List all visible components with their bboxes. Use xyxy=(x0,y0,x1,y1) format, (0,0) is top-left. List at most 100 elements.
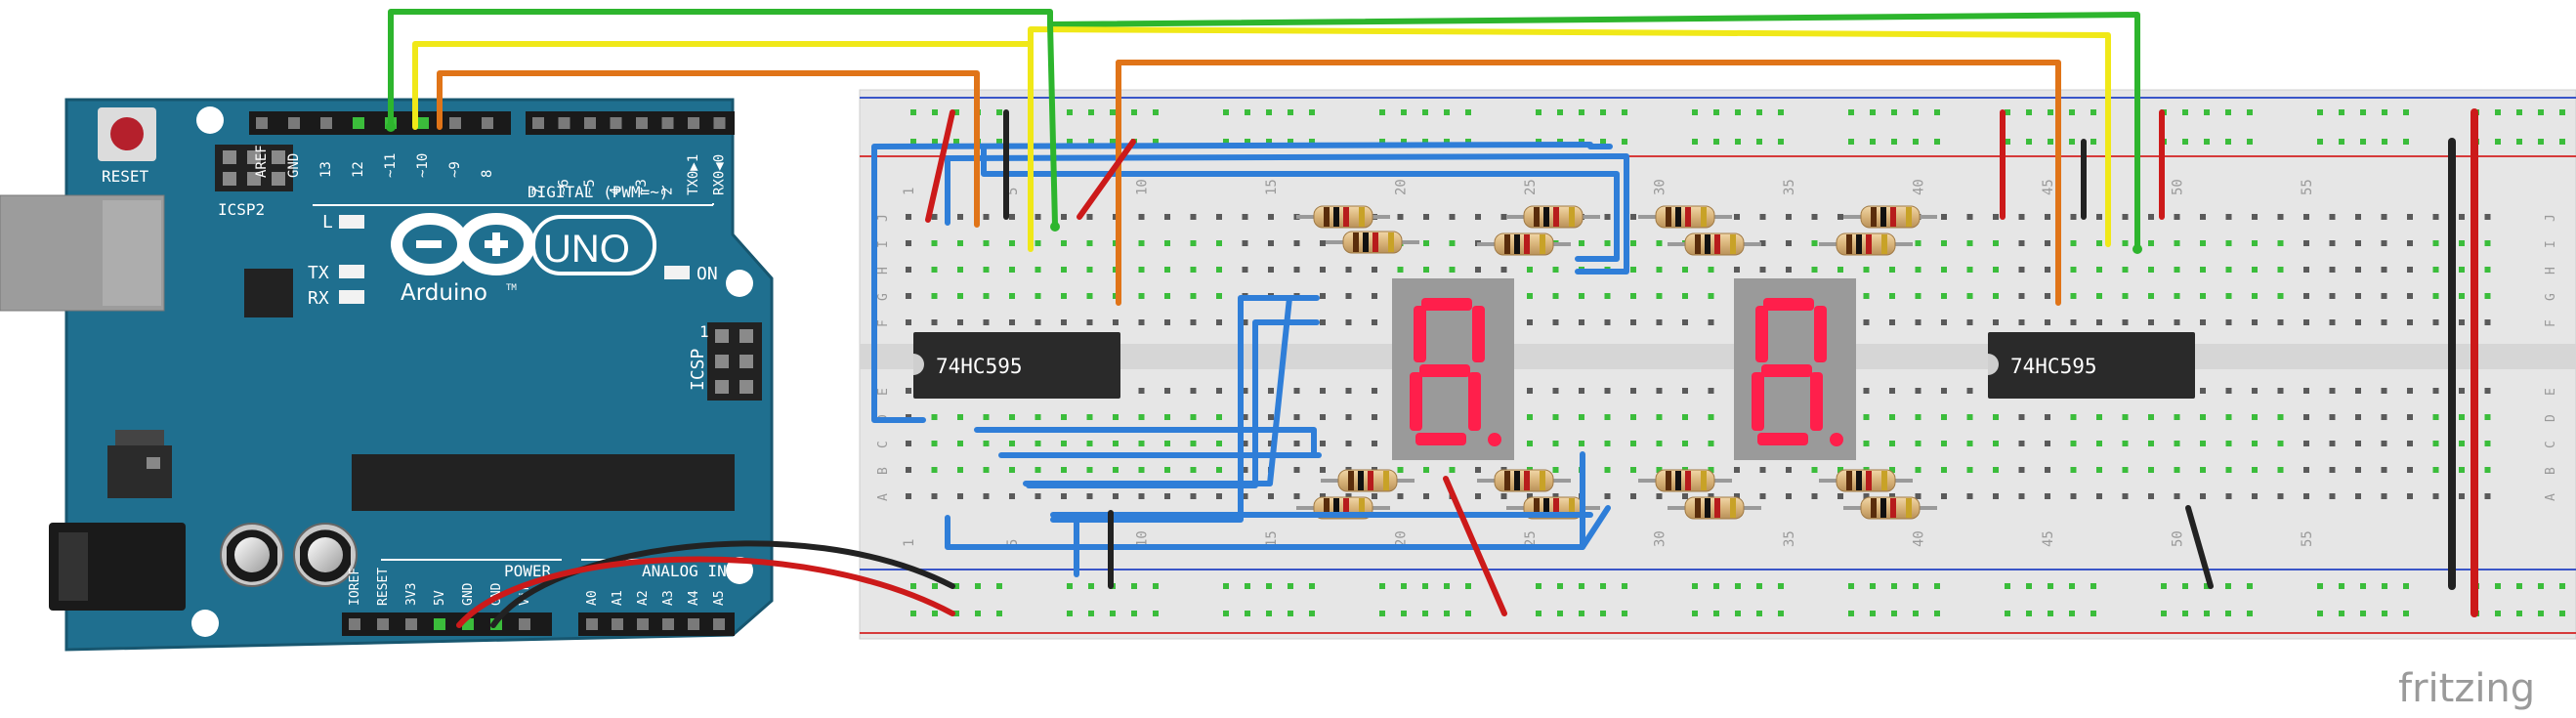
rail-hole xyxy=(1536,611,1541,616)
header-pin xyxy=(377,618,389,630)
breadboard-hole xyxy=(1863,267,1870,273)
breadboard-hole xyxy=(1086,467,1093,473)
breadboard-hole xyxy=(1293,388,1300,394)
breadboard-hole xyxy=(2355,493,2361,499)
breadboard-hole xyxy=(2277,267,2284,273)
black-link xyxy=(2185,505,2214,589)
breadboard-hole xyxy=(1811,493,1818,499)
breadboard-hole xyxy=(1190,240,1197,246)
breadboard-hole xyxy=(2432,493,2439,499)
display-segment xyxy=(1814,306,1827,362)
breadboard-hole xyxy=(1630,267,1636,273)
orange-wire-chip2 xyxy=(1116,60,2061,306)
breadboard-hole xyxy=(1293,267,1300,273)
rail-hole xyxy=(953,583,959,589)
breadboard-hole xyxy=(1993,414,1999,420)
breadboard-hole xyxy=(2407,240,2413,246)
resistor xyxy=(1477,232,1571,256)
breadboard-hole xyxy=(2200,467,2206,473)
breadboard-hole xyxy=(1138,493,1145,499)
column-number: 55 xyxy=(2300,179,2315,195)
breadboard-hole xyxy=(2484,293,2491,299)
row-letter: G xyxy=(2544,293,2558,301)
rail-hole xyxy=(1067,109,1073,115)
breadboard-hole xyxy=(1863,388,1870,394)
rail-hole xyxy=(2182,139,2188,145)
breadboard-hole xyxy=(1993,214,1999,220)
rail-hole xyxy=(1692,139,1698,145)
rail-hole xyxy=(1088,583,1094,589)
breadboard-hole xyxy=(2225,267,2232,273)
breadboard-hole xyxy=(931,240,938,246)
capacitor xyxy=(220,523,284,587)
breadboard-hole xyxy=(1345,441,1352,446)
breadboard-hole xyxy=(2200,493,2206,499)
header-pin xyxy=(532,117,544,129)
blue-wire xyxy=(981,144,1620,262)
rail-hole xyxy=(2317,583,2323,589)
rail-hole xyxy=(1600,139,1606,145)
rail-hole xyxy=(996,139,1002,145)
breadboard-hole xyxy=(1293,441,1300,446)
breadboard-hole xyxy=(1216,467,1222,473)
blue-wires xyxy=(871,142,1629,577)
breadboard-hole xyxy=(1268,414,1274,420)
breadboard-hole xyxy=(2174,441,2180,446)
breadboard-hole xyxy=(1941,319,1947,325)
rail-hole xyxy=(2182,583,2188,589)
breadboard-hole xyxy=(1604,240,1611,246)
breadboard-hole xyxy=(1630,293,1636,299)
header-pin xyxy=(558,117,570,129)
row-letter: A xyxy=(876,493,891,501)
breadboard-hole xyxy=(2355,214,2361,220)
rail-hole xyxy=(2360,611,2366,616)
display-segment xyxy=(1752,372,1764,431)
rail-hole xyxy=(1579,109,1584,115)
digital-pin-label: ~3 xyxy=(634,179,650,195)
breadboard-hole xyxy=(1941,441,1947,446)
resistor xyxy=(1668,496,1761,520)
breadboard-hole xyxy=(1656,293,1663,299)
rail-hole xyxy=(1131,583,1137,589)
breadboard-hole xyxy=(2225,467,2232,473)
rail-hole xyxy=(2090,109,2096,115)
rail-hole xyxy=(1713,109,1719,115)
breadboard-hole xyxy=(2148,214,2154,220)
breadboard-hole xyxy=(2355,293,2361,299)
breadboard-hole xyxy=(1993,467,1999,473)
rail-hole xyxy=(2495,139,2501,145)
rail-hole xyxy=(2559,109,2565,115)
red-link xyxy=(925,109,955,223)
reset-button-cap[interactable] xyxy=(110,117,144,150)
breadboard-hole xyxy=(1009,414,1015,420)
rail-hole xyxy=(1088,139,1094,145)
breadboard-hole xyxy=(957,267,963,273)
breadboard-hole xyxy=(1086,293,1093,299)
breadboard-hole xyxy=(2174,293,2180,299)
breadboard-hole xyxy=(1320,493,1326,499)
breadboard-hole xyxy=(1527,414,1533,420)
rail-hole xyxy=(2339,611,2344,616)
breadboard-hole xyxy=(1708,319,1714,325)
breadboard-hole xyxy=(1552,388,1559,394)
led-l-label: L xyxy=(322,212,333,232)
rail-hole xyxy=(2026,109,2032,115)
display-segment xyxy=(1414,306,1426,362)
breadboard-hole xyxy=(1086,214,1093,220)
rail-hole xyxy=(2048,611,2053,616)
breadboard-hole xyxy=(2459,493,2465,499)
rail-hole xyxy=(1245,139,1250,145)
breadboard-hole xyxy=(1966,441,1973,446)
breadboard-hole xyxy=(2407,441,2413,446)
rail-hole xyxy=(2204,611,2210,616)
breadboard-hole xyxy=(2174,467,2180,473)
column-number: 30 xyxy=(1653,179,1668,195)
rail-hole xyxy=(1600,583,1606,589)
breadboard-hole xyxy=(1837,467,1843,473)
rail-hole xyxy=(1444,583,1450,589)
resistor xyxy=(1819,232,1913,256)
breadboard-hole xyxy=(1190,214,1197,220)
breadboard-hole xyxy=(1579,441,1584,446)
resistor xyxy=(1843,205,1937,229)
rail-hole xyxy=(1579,139,1584,145)
